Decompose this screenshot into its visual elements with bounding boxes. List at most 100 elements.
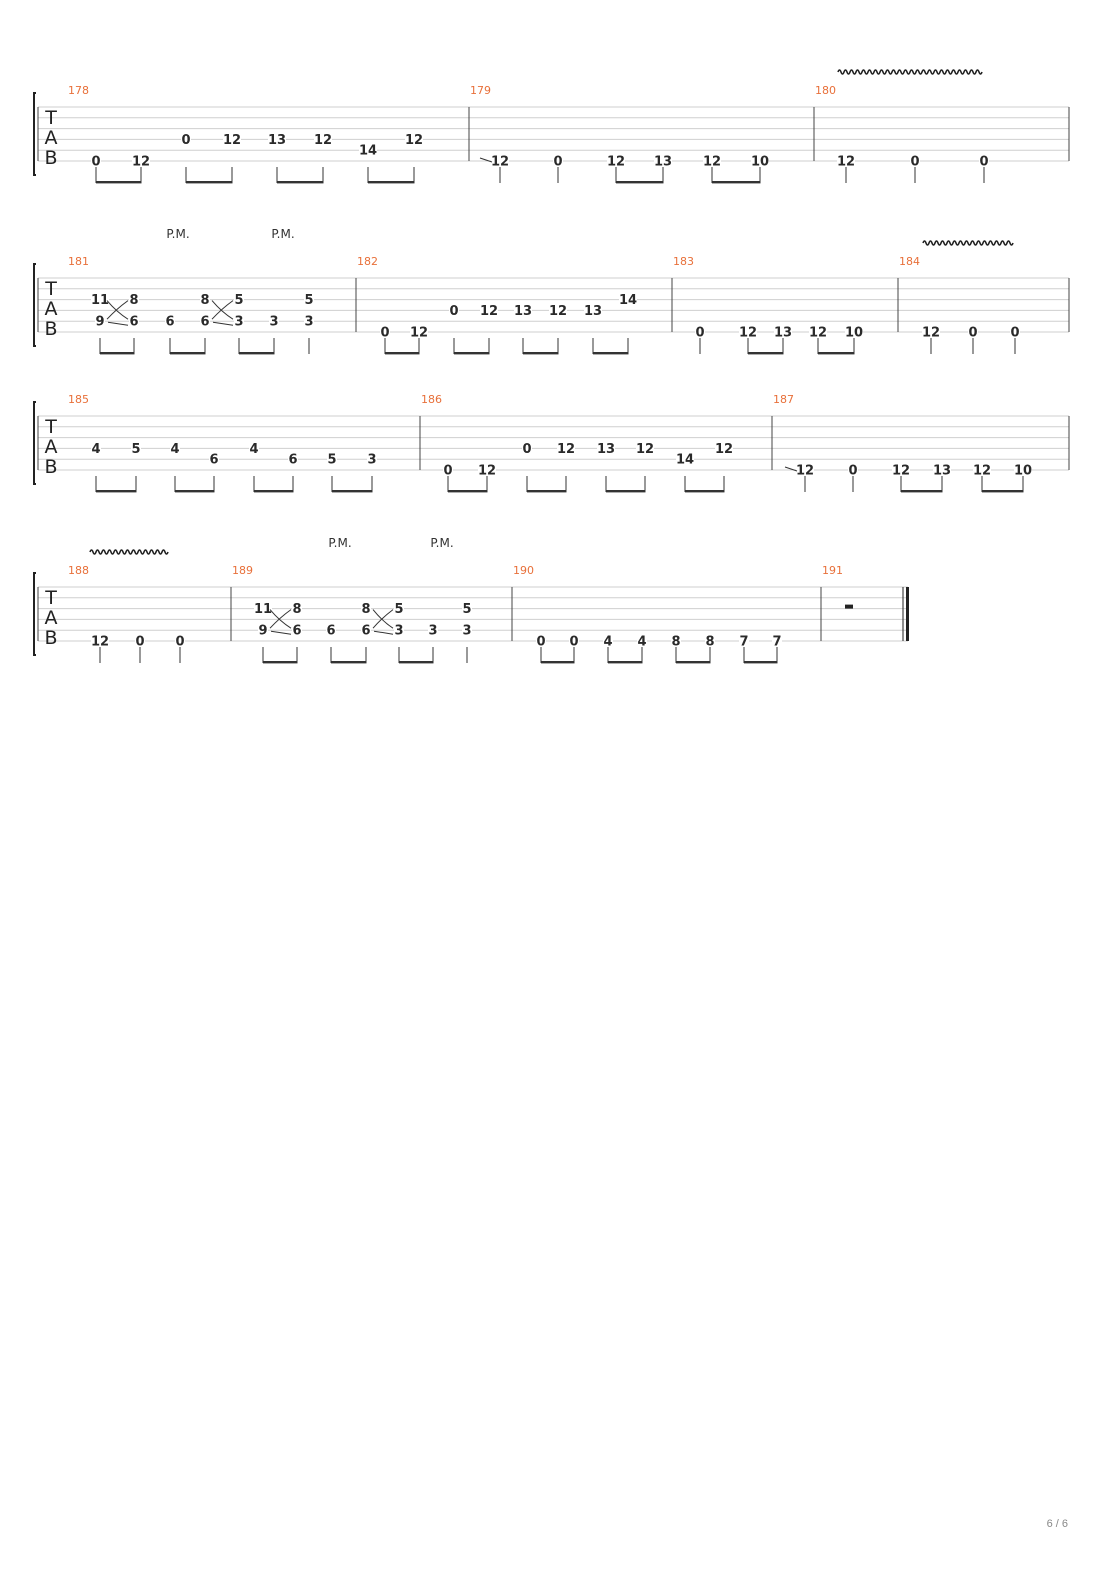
fret-mask [234,292,244,306]
fret-mask [380,325,390,338]
page-number: 6 / 6 [1046,1518,1068,1530]
fret-number: 12 [739,326,757,341]
fret-mask [619,292,637,306]
eighth-beam [239,352,275,355]
fret-mask [292,623,302,637]
fret-number: 5 [234,293,243,308]
palm-mute-label: P.M. [166,227,189,241]
eighth-beam [385,352,420,355]
fret-number: 12 [91,635,109,650]
slide-line [107,321,129,326]
slide-cross-mark [372,609,394,629]
fret-mask [254,601,272,615]
fret-mask [637,634,647,647]
fret-number: 5 [131,442,140,457]
fret-mask [91,154,101,167]
system-bracket [33,92,36,176]
fret-mask [223,132,241,146]
fret-mask [314,132,332,146]
fret-mask [809,325,827,338]
fret-mask [705,634,715,647]
fret-mask [480,303,498,317]
fret-mask [676,452,694,466]
fret-mask [449,303,459,317]
fret-mask [249,441,259,455]
fret-mask [175,634,185,647]
fret-mask [549,303,567,317]
fret-mask [91,292,109,306]
eighth-beam [399,661,434,664]
eighth-beam [818,352,855,355]
system-bracket [33,572,36,656]
eighth-beam [100,352,135,355]
fret-mask [443,463,453,476]
eighth-beam [982,490,1024,493]
slide-line [270,630,292,635]
fret-mask [304,314,314,328]
fret-mask [234,314,244,328]
measure-number: 191 [822,564,843,577]
fret-mask [968,325,978,338]
eighth-beam [527,490,567,493]
fret-number: 0 [979,155,988,170]
eighth-beam [96,181,142,184]
fret-number: 0 [522,442,531,457]
fret-number: 13 [597,442,615,457]
fret-number: 9 [258,624,267,639]
eighth-beam [676,661,711,664]
fret-mask [181,132,191,146]
fret-number: 0 [910,155,919,170]
fret-number: 12 [892,464,910,479]
palm-mute-label: P.M. [328,536,351,550]
measure-number: 187 [773,393,794,406]
fret-number: 3 [394,624,403,639]
tab-clef-letter: A [45,298,58,320]
fret-mask [1010,325,1020,338]
fret-number: 5 [462,602,471,617]
eighth-beam [332,490,373,493]
fret-mask [796,463,814,476]
fret-mask [462,601,472,615]
fret-number: 7 [739,635,748,650]
fret-mask [933,463,951,476]
eighth-beam [254,490,294,493]
fret-mask [739,634,749,647]
fret-number: 0 [536,635,545,650]
fret-mask [394,623,404,637]
fret-mask [774,325,792,338]
fret-number: 12 [837,155,855,170]
fret-mask [268,132,286,146]
eighth-beam [748,352,784,355]
fret-mask [394,601,404,615]
measure-191: 191 [822,564,909,641]
fret-number: 13 [933,464,951,479]
eighth-beam [96,490,137,493]
eighth-beam [901,490,943,493]
eighth-beam [541,661,575,664]
fret-mask [361,601,371,615]
fret-number: 12 [132,155,150,170]
measure-number: 184 [899,255,920,268]
fret-mask [636,441,654,455]
fret-mask [922,325,940,338]
palm-mute-label: P.M. [430,536,453,550]
fret-mask [491,154,509,167]
slide-cross-mark [269,609,292,629]
fret-number: 10 [1014,464,1032,479]
vibrato-mark [922,240,1014,246]
fret-number: 12 [636,442,654,457]
fret-mask [410,325,428,338]
fret-mask [514,303,532,317]
fret-number: 9 [95,315,104,330]
fret-number: 0 [848,464,857,479]
eighth-beam [454,352,490,355]
fret-number: 0 [181,133,190,148]
fret-mask [522,441,532,455]
fret-number: 12 [478,464,496,479]
